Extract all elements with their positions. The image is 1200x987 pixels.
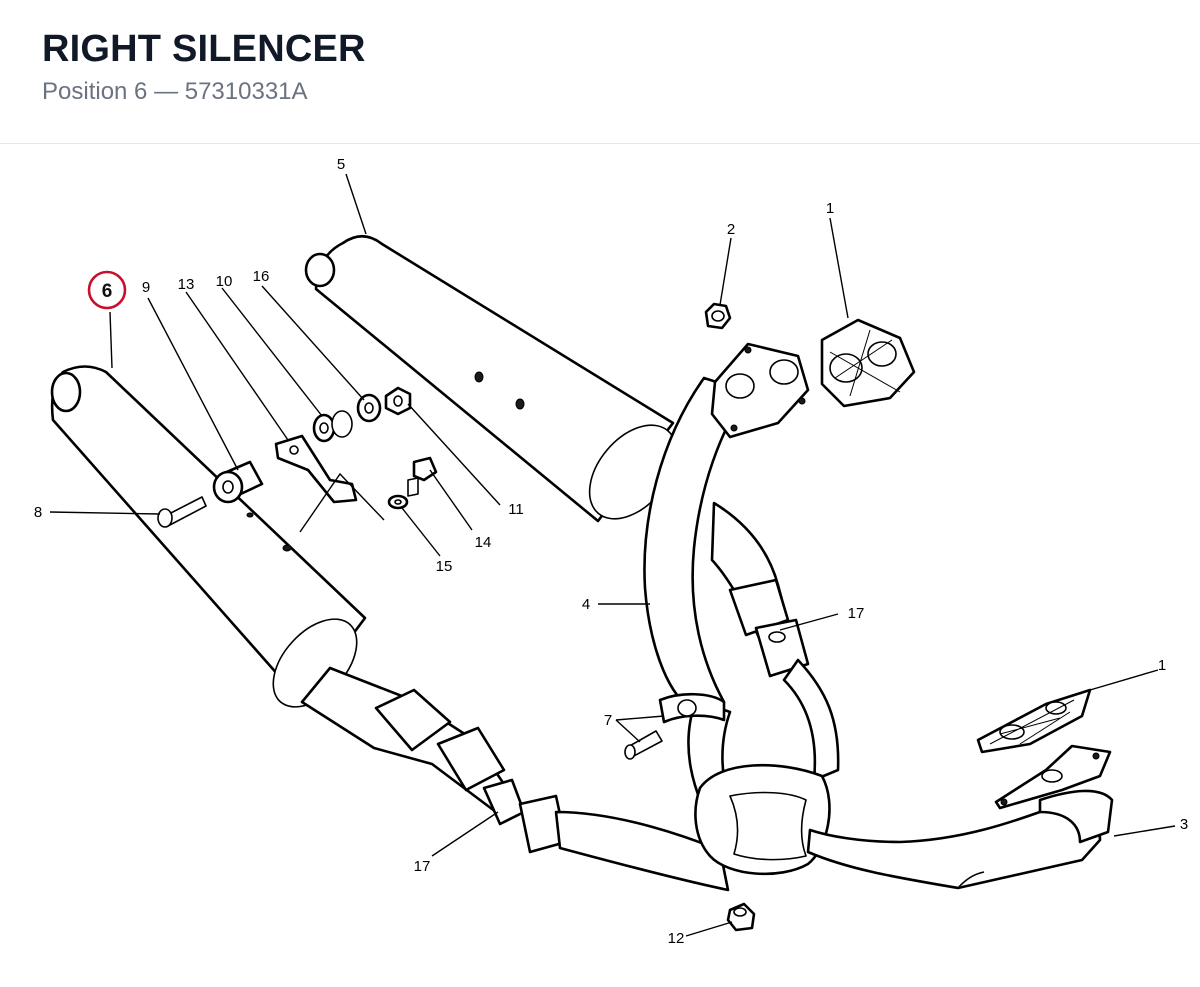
highlight-ring: [87, 270, 127, 310]
callout-16[interactable]: 16: [253, 268, 270, 285]
callout-8[interactable]: 8: [34, 504, 42, 521]
part-2-nut[interactable]: [704, 302, 732, 330]
part-16-washer[interactable]: [356, 393, 382, 423]
callout-17a[interactable]: 17: [848, 605, 865, 622]
callout-6[interactable]: 6: [102, 281, 113, 302]
page-title: RIGHT SILENCER: [42, 28, 366, 70]
part-13-bracket[interactable]: [274, 434, 358, 504]
part-1-gasket-upper[interactable]: [820, 318, 916, 408]
page-subtitle: Position 6 — 57310331A: [42, 78, 308, 105]
callout-12[interactable]: 12: [668, 930, 685, 947]
callout-9[interactable]: 9: [142, 279, 150, 296]
part-17-clamp-upper[interactable]: [710, 501, 810, 678]
part-15-washer[interactable]: [387, 494, 409, 510]
callout-10[interactable]: 10: [216, 273, 233, 290]
callout-5[interactable]: 5: [337, 156, 345, 173]
part-7-clamp[interactable]: [624, 692, 726, 760]
leader-lines: [49, 173, 1176, 937]
part-3-flange[interactable]: [994, 744, 1112, 810]
part-14-bolt[interactable]: [407, 456, 438, 497]
callout-3[interactable]: 3: [1180, 816, 1188, 833]
part-12-nut[interactable]: [726, 902, 756, 932]
part-10-rubber-grommet[interactable]: [312, 410, 353, 443]
callout-15[interactable]: 15: [436, 558, 453, 575]
part-3-lower-link-pipe[interactable]: [300, 658, 1114, 892]
callout-13[interactable]: 13: [178, 276, 195, 293]
callout-7[interactable]: 7: [604, 712, 612, 729]
callout-14[interactable]: 14: [475, 534, 492, 551]
part-1-gasket-lower[interactable]: [976, 688, 1092, 754]
part-11-nut[interactable]: [384, 386, 412, 416]
header: RIGHT SILENCER Position 6 — 57310331A: [0, 0, 1200, 144]
callout-1a[interactable]: 1: [826, 200, 834, 217]
callout-2[interactable]: 2: [727, 221, 735, 238]
callout-1b[interactable]: 1: [1158, 657, 1166, 674]
part-4-left-header[interactable]: [643, 342, 810, 710]
part-9-spacer[interactable]: [212, 460, 264, 504]
part-5-left-silencer[interactable]: [304, 234, 694, 535]
callout-4[interactable]: 4: [582, 596, 590, 613]
callout-11[interactable]: 11: [508, 501, 524, 518]
part-8-bolt[interactable]: [157, 496, 207, 528]
callout-17b[interactable]: 17: [414, 858, 431, 875]
